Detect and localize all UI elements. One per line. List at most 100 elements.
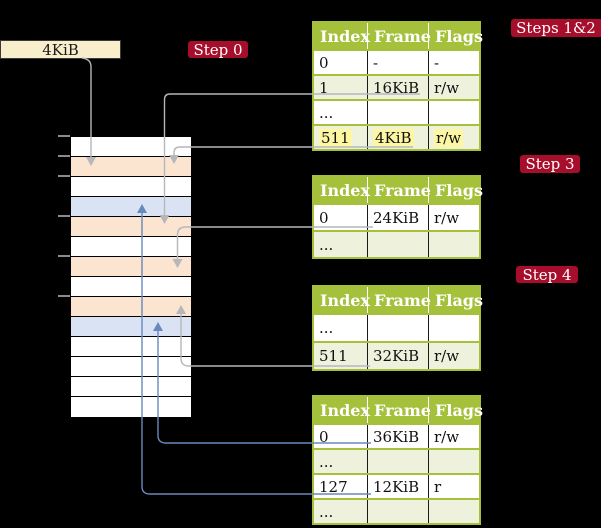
cell-index: 0	[314, 205, 367, 230]
cell-frame: 12KiB	[367, 475, 428, 498]
header-flags: Flags	[428, 397, 483, 423]
cell-index: ...	[314, 500, 367, 523]
memory-row-peach	[71, 217, 191, 237]
cell-frame: 16KiB	[367, 76, 428, 99]
cell-frame: 36KiB	[367, 425, 428, 448]
table-row: ...	[314, 230, 479, 257]
badge-step3: Step 3	[520, 155, 580, 173]
highlighted-value: 511	[319, 128, 352, 147]
cell-index: 127	[314, 475, 367, 498]
cell-flags: r	[428, 475, 479, 498]
cell-index: 0	[314, 425, 367, 448]
header-flags: Flags	[428, 23, 483, 49]
badge-step0-label: Step 0	[193, 40, 243, 59]
badge-step4: Step 4	[516, 265, 578, 284]
memory-row-white	[71, 177, 191, 197]
memory-row-white	[71, 237, 191, 257]
memory-row-peach	[71, 257, 191, 277]
table-row: 0 24KiB r/w	[314, 203, 479, 230]
cell-flags: r/w	[428, 76, 479, 99]
cell-index: ...	[314, 315, 367, 341]
table-header-row: Index Frame Flags	[314, 397, 483, 423]
table-row: 0 - -	[314, 49, 479, 74]
cell-frame	[367, 450, 428, 473]
header-frame: Frame	[367, 177, 431, 203]
address-tick	[58, 175, 70, 177]
address-tick	[58, 255, 70, 257]
address-tick	[58, 215, 70, 217]
cell-flags: r/w	[428, 126, 479, 149]
frame-address-label: 4KiB	[42, 40, 79, 59]
header-frame: Frame	[367, 23, 431, 49]
memory-row-peach	[71, 157, 191, 177]
cell-flags	[428, 315, 479, 341]
memory-row-white	[71, 277, 191, 297]
memory-row-blue	[71, 197, 191, 217]
highlighted-value: r/w	[434, 128, 464, 147]
cell-flags	[428, 101, 479, 124]
header-index: Index	[320, 290, 371, 310]
table-row: ...	[314, 313, 479, 341]
address-tick	[58, 135, 70, 137]
table-row: 511 32KiB r/w	[314, 341, 479, 369]
cell-flags: r/w	[428, 205, 479, 230]
badge-steps12: Steps 1&2	[511, 19, 601, 37]
memory-row-white	[71, 337, 191, 357]
memory-stack	[70, 136, 192, 418]
cell-index: ...	[314, 450, 367, 473]
table-header-row: Index Frame Flags	[314, 177, 483, 203]
page-table-4: Index Frame Flags 0 36KiB r/w ... 127 12…	[312, 395, 483, 525]
page-table-2: Index Frame Flags 0 24KiB r/w ...	[312, 175, 483, 259]
memory-row-white	[71, 397, 191, 417]
badge-steps12-label: Steps 1&2	[516, 19, 596, 37]
header-frame: Frame	[367, 397, 431, 423]
cell-frame: -	[367, 51, 428, 74]
cell-frame: 4KiB	[367, 126, 428, 149]
page-table-3: Index Frame Flags ... 511 32KiB r/w	[312, 285, 483, 371]
table-row: 0 36KiB r/w	[314, 423, 479, 448]
table-row: ...	[314, 448, 479, 473]
header-index: Index	[320, 180, 371, 200]
cell-index: ...	[314, 101, 367, 124]
cell-frame	[367, 101, 428, 124]
table-row-highlighted: 511 4KiB r/w	[314, 124, 479, 149]
cell-flags	[428, 450, 479, 473]
cell-frame	[367, 500, 428, 523]
header-index: Index	[320, 26, 371, 46]
frame-address-box: 4KiB	[0, 40, 121, 59]
highlighted-value: 4KiB	[373, 128, 414, 147]
memory-row-white	[71, 137, 191, 157]
table-row: ...	[314, 498, 479, 523]
cell-flags: r/w	[428, 425, 479, 448]
cell-frame: 32KiB	[367, 343, 428, 369]
table-row: 1 16KiB r/w	[314, 74, 479, 99]
table-header-row: Index Frame Flags	[314, 23, 483, 49]
cell-flags	[428, 232, 479, 257]
header-frame: Frame	[367, 287, 431, 313]
memory-row-white	[71, 357, 191, 377]
cell-index: 1	[314, 76, 367, 99]
cell-flags	[428, 500, 479, 523]
cell-frame	[367, 315, 428, 341]
badge-step4-label: Step 4	[522, 265, 572, 284]
cell-index: 0	[314, 51, 367, 74]
table-row: 127 12KiB r	[314, 473, 479, 498]
address-tick	[58, 155, 70, 157]
header-flags: Flags	[428, 177, 483, 203]
cell-index: 511	[314, 126, 367, 149]
memory-row-white	[71, 377, 191, 397]
header-index: Index	[320, 400, 371, 420]
badge-step0: Step 0	[188, 40, 248, 59]
badge-step3-label: Step 3	[525, 155, 575, 173]
table-row: ...	[314, 99, 479, 124]
cell-index: ...	[314, 232, 367, 257]
cell-flags: r/w	[428, 343, 479, 369]
table-header-row: Index Frame Flags	[314, 287, 483, 313]
cell-frame	[367, 232, 428, 257]
cell-index: 511	[314, 343, 367, 369]
page-table-1: Index Frame Flags 0 - - 1 16KiB r/w ... …	[312, 21, 483, 151]
cell-frame: 24KiB	[367, 205, 428, 230]
memory-row-peach	[71, 297, 191, 317]
memory-row-blue	[71, 317, 191, 337]
